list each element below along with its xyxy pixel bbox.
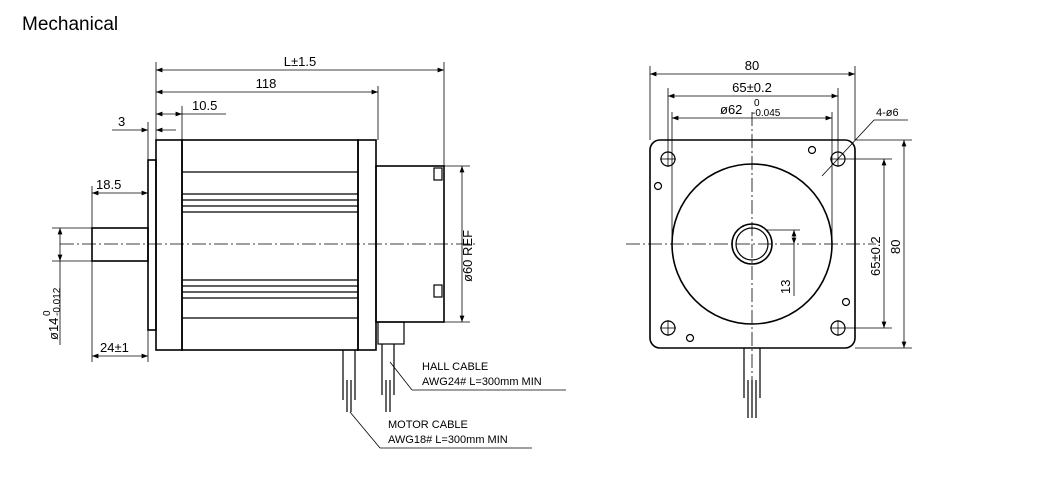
square-flange: [649, 139, 856, 349]
hall-cable-spec: AWG24# L=300mm MIN: [422, 376, 542, 388]
mounting-hole: [830, 320, 846, 336]
dim-cap-thickness: 10.5: [192, 98, 217, 113]
hall-cable-name: HALL CABLE: [422, 361, 488, 373]
dim-shaft-length: 24±1: [100, 340, 129, 355]
dim-shaft-tol-lower: -0.012: [52, 287, 63, 316]
dim-encoder-diameter: ø60 REF: [460, 230, 475, 282]
dim-mounting-holes: 4-ø6: [876, 107, 899, 119]
dim-hole-spacing-vertical: 65±0.2: [868, 236, 883, 276]
mounting-flange: [147, 159, 157, 331]
mounting-hole: [660, 151, 676, 167]
shaft-end: [731, 223, 773, 265]
rear-cap: [357, 139, 377, 351]
dim-shaft-tol-upper: 0: [42, 310, 53, 316]
encoder-housing: [375, 165, 445, 323]
dim-shaft-step: 18.5: [96, 177, 121, 192]
front-cap: [155, 139, 183, 351]
mounting-hole: [660, 320, 676, 336]
dim-shaft-diameter: ø14: [46, 318, 61, 340]
dim-body-length: 118: [256, 76, 277, 91]
motor-cable-name: MOTOR CABLE: [388, 419, 468, 431]
dim-pilot-tol-lower: -0.045: [752, 108, 781, 119]
dim-flange-thickness: 3: [118, 114, 125, 129]
dim-flange-width: 80: [745, 58, 759, 73]
page-title: Mechanical: [22, 14, 119, 35]
side-view: L±1.5 118 10.5 3 18.5 24±1 ø14 0: [42, 54, 566, 449]
dim-shaft-flat: 13: [778, 280, 793, 294]
dim-overall-length: L±1.5: [284, 54, 316, 69]
dim-flange-height: 80: [888, 240, 903, 254]
shaft: [91, 227, 149, 262]
dim-hole-spacing-horizontal: 65±0.2: [732, 80, 772, 95]
front-view: 80 65±0.2 ø62 0 -0.045 4-ø6 13 65±0.2 80: [626, 58, 912, 418]
dim-pilot-diameter: ø62: [720, 102, 742, 117]
dim-pilot-tol-upper: 0: [754, 98, 760, 109]
motor-cable-spec: AWG18# L=300mm MIN: [388, 434, 508, 446]
